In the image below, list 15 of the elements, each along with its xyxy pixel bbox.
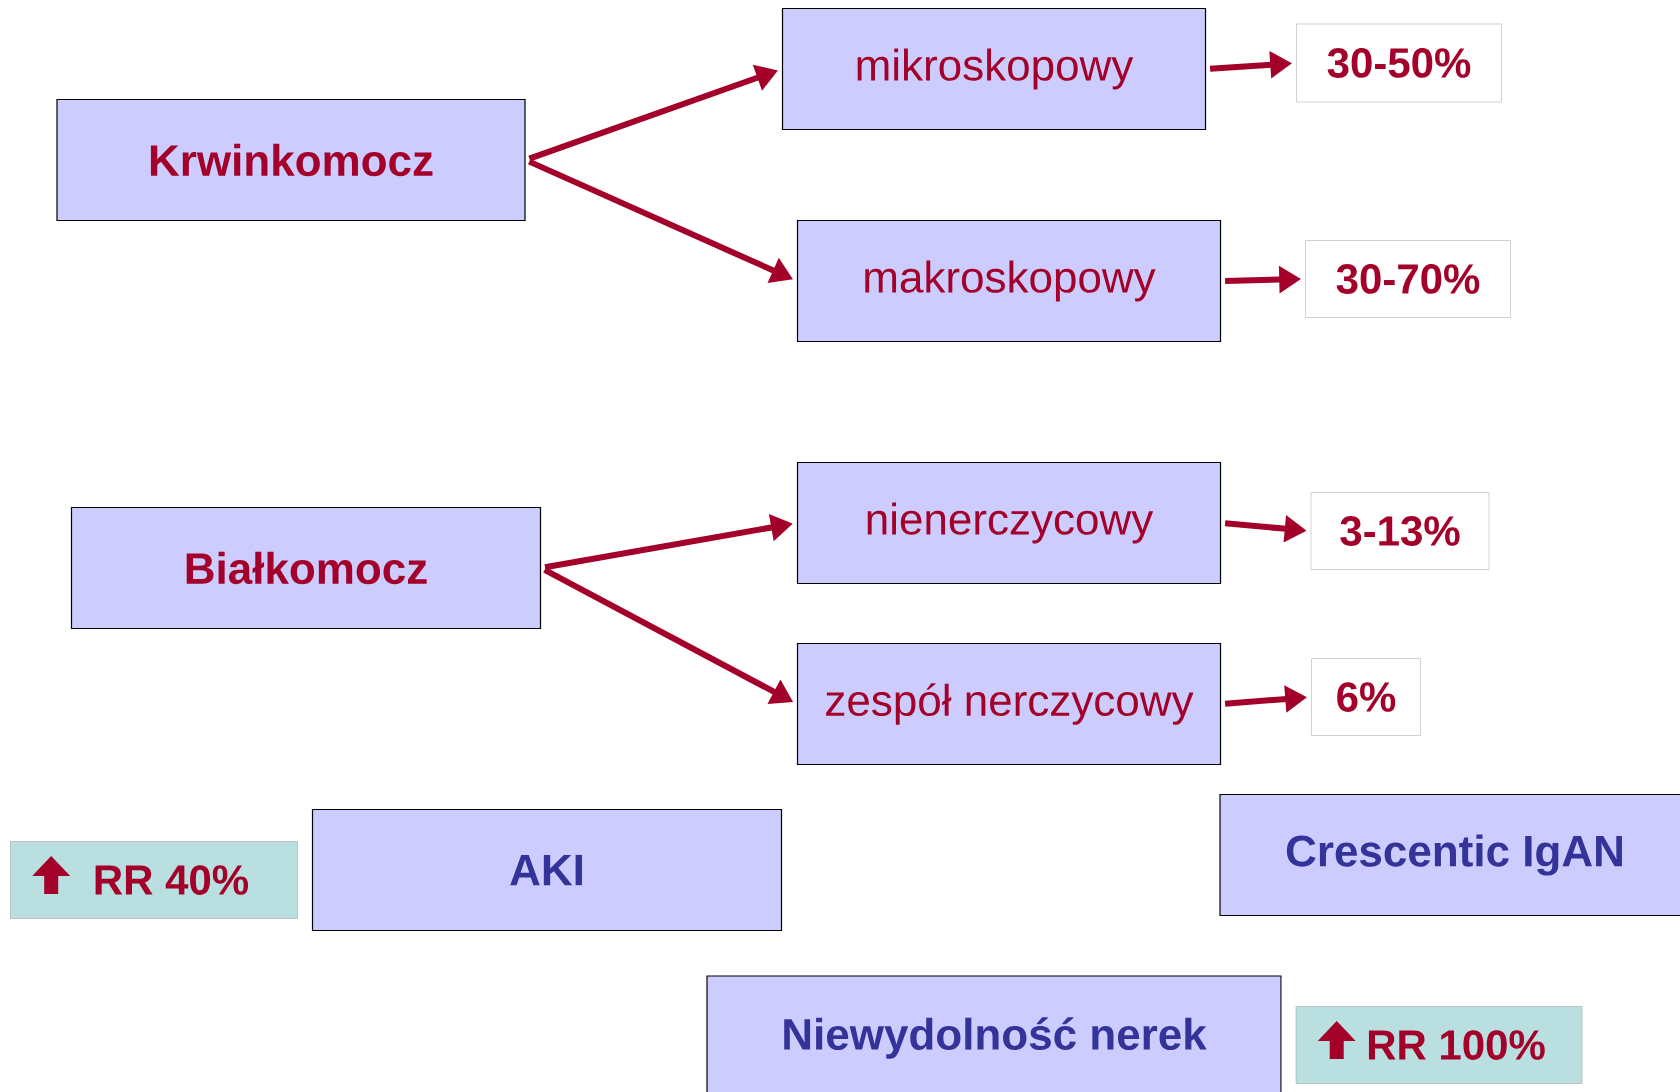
percentage-box: 30-70% (1305, 240, 1511, 318)
percentage-box: 6% (1311, 658, 1421, 736)
risk-box: RR 40% (10, 841, 298, 919)
percentage-box: 3-13% (1310, 492, 1490, 570)
outcome-box: Crescentic IgAN (1219, 793, 1680, 917)
outcome-box: AKI (311, 808, 783, 932)
risk-box: RR 100% (1295, 1006, 1583, 1084)
outcome-box: Niewydolność nerek (706, 975, 1282, 1092)
process-box: Białkomocz (70, 506, 542, 630)
percentage-box: 30-50% (1296, 23, 1502, 103)
process-box: zespół nerczycowy (796, 642, 1222, 766)
process-box: Krwinkomocz (56, 98, 526, 222)
process-box: nienerczycowy (796, 461, 1222, 585)
process-box: makroskopowy (796, 219, 1222, 343)
process-box: mikroskopowy (781, 7, 1207, 131)
